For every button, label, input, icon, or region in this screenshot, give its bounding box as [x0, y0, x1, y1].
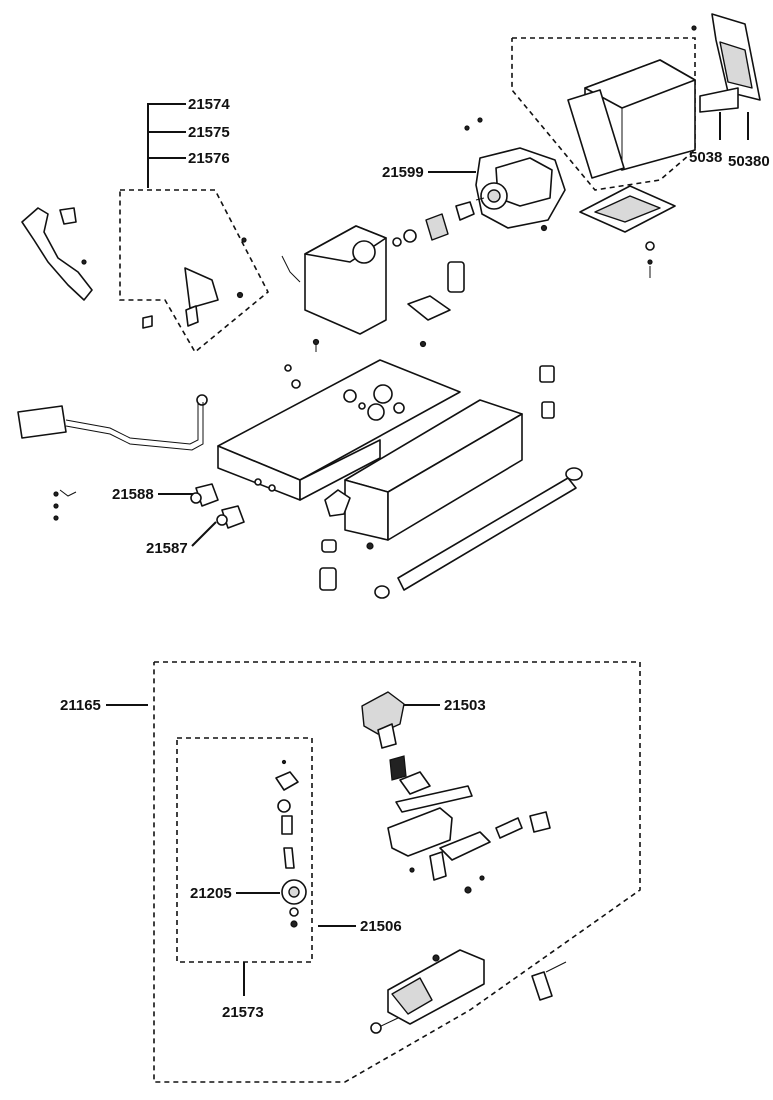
- kit-21165: 21165 21503: [60, 661, 641, 1083]
- label-21503: 21503: [444, 697, 486, 714]
- switch-parts: 21588 21587: [112, 483, 245, 557]
- rod: [397, 477, 577, 591]
- mounting-plate: [407, 295, 451, 321]
- label-21574: 21574: [188, 96, 230, 113]
- label-21506: 21506: [360, 918, 402, 935]
- sub-kit-21573: 21573 21205 21506: [176, 737, 402, 1021]
- label-5038: 5038: [689, 149, 722, 166]
- base-frame: [196, 359, 555, 591]
- support-rod: [374, 467, 583, 599]
- power-cord: [17, 402, 204, 521]
- knob-21503: [361, 691, 405, 735]
- capacitor: [447, 261, 465, 293]
- motor-assembly: 21599: [382, 117, 566, 348]
- motor-coupling: [455, 201, 475, 221]
- label-50380: 50380: [728, 153, 770, 170]
- pedal-pivot: [59, 207, 77, 225]
- pedal-bracket: [184, 267, 219, 309]
- pedal-lever: [21, 207, 93, 301]
- label-21576: 21576: [188, 150, 230, 167]
- cover-frame: [567, 89, 625, 179]
- label-21165: 21165: [60, 697, 101, 714]
- label-21588: 21588: [112, 486, 154, 503]
- end-plate-gasket: [699, 87, 739, 113]
- motor-cover-box: 5038 50380: [511, 13, 770, 278]
- housing-cover: [281, 225, 387, 352]
- label-21575: 21575: [188, 124, 230, 141]
- plug: [17, 405, 67, 439]
- pedal-assembly-group: 21574 21575 21576: [21, 96, 270, 354]
- label-21573: 21573: [222, 1004, 264, 1021]
- label-21599: 21599: [382, 164, 424, 181]
- label-21587: 21587: [146, 540, 188, 557]
- label-21205: 21205: [190, 885, 232, 902]
- motor-gear: [425, 213, 449, 241]
